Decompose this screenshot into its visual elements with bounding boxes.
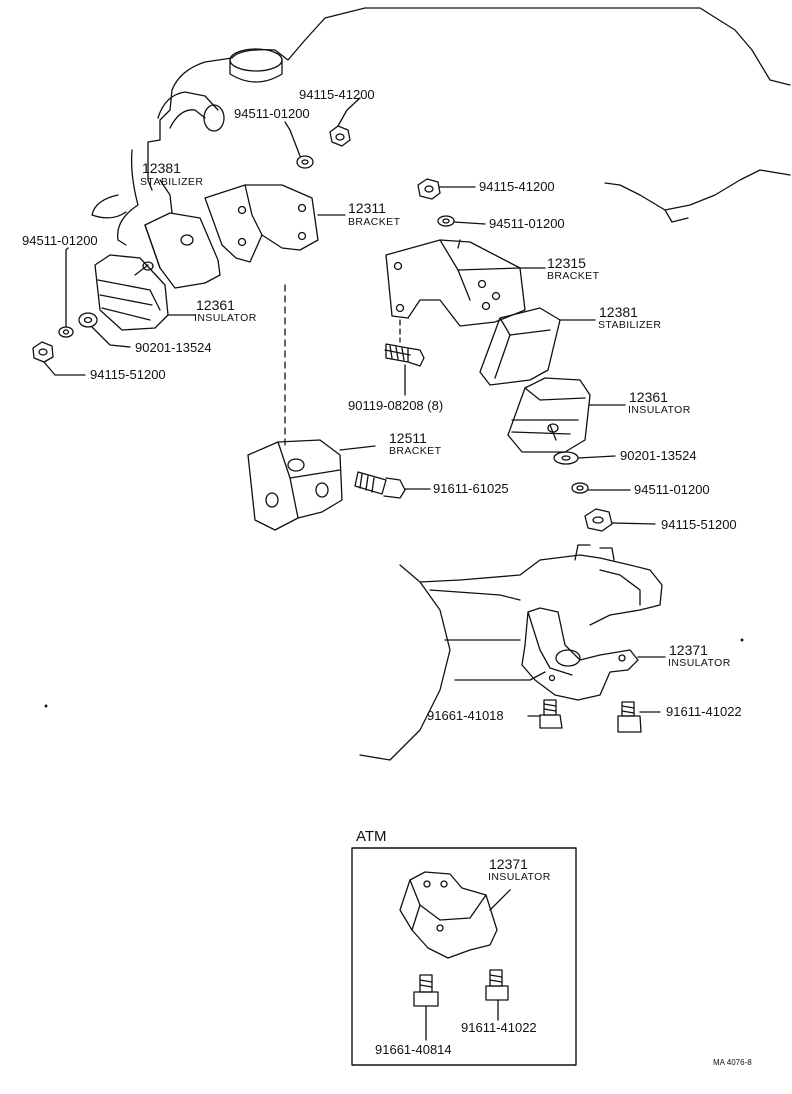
label-91661-41018: 91661-41018	[427, 708, 504, 723]
label-12361-right-number: 12361	[629, 389, 668, 405]
bolt-91661-40814	[413, 974, 439, 1041]
label-12361-left-number: 12361	[196, 297, 235, 313]
label-12381-left-name: STABILIZER	[140, 176, 204, 188]
label-12381-right-number: 12381	[599, 304, 638, 320]
bolt-91661-41018	[527, 699, 563, 729]
label-91611-41022: 91611-41022	[666, 704, 742, 719]
transmission-housing	[359, 544, 663, 761]
label-94115-51200-lower: 94115-51200	[661, 517, 737, 532]
label-12511-name: BRACKET	[389, 445, 442, 457]
label-12361-right-name: INSULATOR	[628, 404, 691, 416]
label-atm-91611-41022: 91611-41022	[461, 1020, 537, 1035]
filler-cap	[229, 48, 283, 83]
label-12371-number: 12371	[669, 642, 708, 658]
stabilizer-12381-right	[479, 307, 596, 386]
insulator-12361-left	[94, 254, 196, 331]
label-atm-91661-40814: 91661-40814	[375, 1042, 452, 1057]
label-12311-name: BRACKET	[348, 216, 401, 228]
nut-94115-51200-left	[32, 341, 86, 376]
label-atm-12371-number: 12371	[489, 856, 528, 872]
label-90119-08208: 90119-08208 (8)	[348, 398, 444, 413]
label-12361-left-name: INSULATOR	[194, 312, 257, 324]
label-94511-01200-right: 94511-01200	[489, 216, 565, 231]
drawing-code: MA 4076-8	[713, 1058, 752, 1067]
label-12315-number: 12315	[547, 255, 586, 271]
label-12371-name: INSULATOR	[668, 657, 731, 669]
label-94511-01200-left: 94511-01200	[22, 233, 98, 248]
label-90201-13524-left: 90201-13524	[135, 340, 212, 355]
bracket-12311	[204, 184, 346, 263]
label-94115-51200-left: 94115-51200	[90, 367, 166, 382]
label-94115-41200-top: 94115-41200	[299, 87, 375, 102]
label-12381-left-number: 12381	[142, 160, 181, 176]
washer-90201-13524-left	[78, 312, 131, 348]
insulator-12371-atm	[399, 871, 511, 959]
atm-inset-frame	[351, 847, 577, 1066]
hose-pipe	[157, 91, 225, 132]
label-12311-number: 12311	[348, 200, 386, 216]
engine-block-outline	[91, 7, 791, 246]
speck	[740, 638, 744, 642]
atm-inset-title: ATM	[356, 828, 387, 845]
speck	[44, 704, 48, 708]
label-90201-13524-right: 90201-13524	[620, 448, 697, 463]
label-12315-name: BRACKET	[547, 270, 600, 282]
label-12511-number: 12511	[389, 430, 427, 446]
bolt-90119-08208	[384, 343, 425, 396]
label-94511-01200-lower: 94511-01200	[634, 482, 710, 497]
bolt-91611-41022-atm	[485, 969, 509, 1021]
bracket-12511	[247, 439, 376, 531]
stabilizer-12381-left	[144, 179, 221, 289]
nut-94115-51200-lower	[584, 508, 656, 532]
washer-94511-01200-left	[58, 247, 74, 338]
label-12381-right-name: STABILIZER	[598, 319, 662, 331]
nut-94115-41200-right	[417, 178, 476, 200]
label-91611-61025: 91611-61025	[433, 481, 509, 496]
insulator-12371-main	[521, 607, 666, 701]
bolt-91611-41022	[617, 701, 661, 733]
label-atm-12371-name: INSULATOR	[488, 871, 551, 883]
bolt-91611-61025	[354, 471, 431, 499]
washer-90201-13524-right	[553, 451, 616, 465]
washer-94511-01200-lower	[571, 482, 631, 494]
washer-94511-01200-top	[284, 121, 314, 169]
insulator-12361-right	[507, 377, 626, 453]
washer-94511-01200-right	[437, 215, 486, 227]
nut-94115-41200-top	[329, 97, 361, 147]
label-94115-41200-right: 94115-41200	[479, 179, 555, 194]
label-94511-01200-top: 94511-01200	[234, 106, 310, 121]
bracket-12315	[385, 239, 546, 327]
